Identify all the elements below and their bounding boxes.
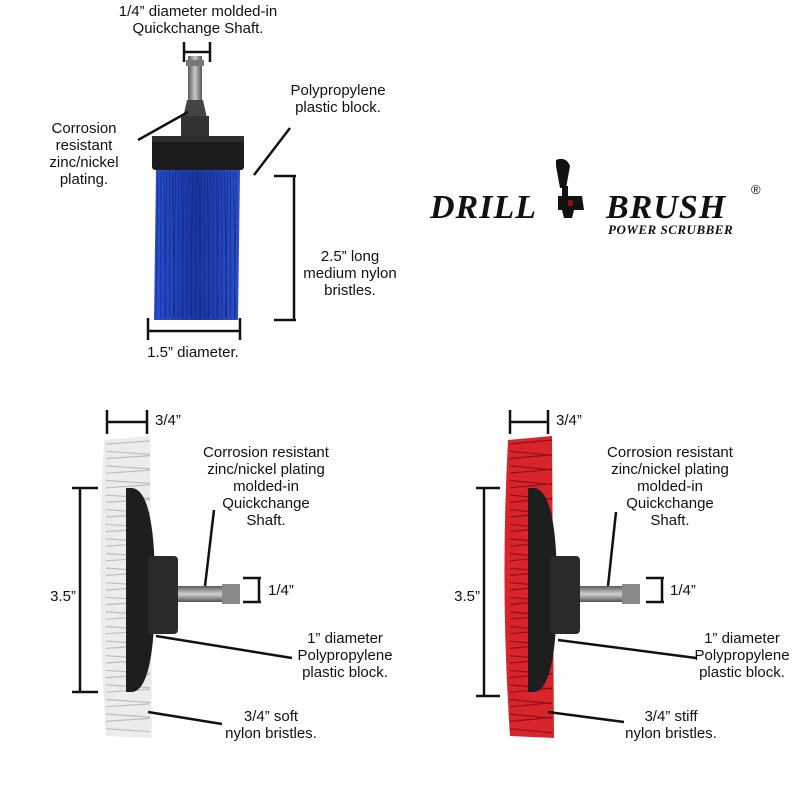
wheel-block — [528, 488, 557, 692]
hex-shaft — [188, 56, 202, 100]
left-brush — [100, 436, 240, 738]
bristle-strand — [509, 468, 553, 474]
plastic-block — [152, 136, 244, 170]
left-width-label: 3/4” — [155, 412, 181, 429]
bristle-strand — [233, 171, 237, 319]
bristle-strand — [509, 465, 553, 471]
bristle-strand — [181, 171, 185, 319]
bristle-strand — [190, 171, 194, 319]
right-block-leader — [557, 638, 697, 660]
wheel-block — [126, 488, 155, 692]
bristle-strand — [105, 713, 151, 718]
right-block-label: 1” diameter Polypropylene plastic block. — [694, 630, 790, 681]
bristle-strand — [155, 171, 159, 319]
bristle-strand — [105, 440, 151, 445]
bristle-strand — [199, 171, 202, 319]
bristle-strand — [509, 454, 553, 460]
bristle-strand — [225, 171, 229, 319]
hub — [148, 556, 178, 634]
right-width-label: 3/4” — [556, 412, 582, 429]
right-bristle-label: 3/4” stiff nylon bristles. — [625, 708, 717, 742]
bristle-strand — [164, 171, 168, 319]
right-dimensions — [476, 410, 697, 724]
bristle-strand — [509, 483, 553, 489]
bristle-strand — [105, 455, 151, 460]
hub — [550, 556, 580, 634]
plating-leader — [137, 110, 189, 142]
logo-tagline: POWER SCRUBBER — [608, 222, 734, 237]
bristle-strand — [105, 450, 151, 455]
bristle-strand — [105, 479, 151, 485]
bristle-strand — [509, 716, 553, 722]
top-block-label: Polypropylene plastic block. — [290, 82, 386, 116]
bristle-strand — [216, 171, 220, 319]
bristle-strand — [509, 450, 553, 456]
logo-word-left: DRILL — [430, 189, 537, 226]
left-dimensions — [72, 410, 293, 726]
bristle-strand — [207, 171, 211, 319]
drill-icon — [556, 158, 584, 218]
right-shaft-label: 1/4” — [670, 582, 696, 599]
top-plating-label: Corrosion resistant zinc/nickel plating. — [49, 120, 119, 188]
left-bristle-leader — [147, 710, 223, 726]
bristle-strand — [105, 703, 151, 708]
bristle-strand — [172, 171, 176, 319]
top-diameter-label: 1.5” diameter. — [147, 344, 239, 361]
shaft-collar — [183, 100, 207, 118]
left-plating-leader — [203, 509, 216, 587]
bristle-strand — [509, 439, 553, 445]
left-block-leader — [155, 634, 293, 660]
logo-word-right: BRUSH — [606, 189, 727, 226]
bristle-strand — [509, 698, 553, 705]
left-height-label: 3.5” — [50, 588, 76, 605]
bristle-strand — [509, 479, 553, 486]
bristle-strand — [509, 713, 553, 719]
right-plating-leader — [606, 511, 618, 587]
right-plating-label: Corrosion resistant zinc/nickel plating … — [607, 444, 733, 529]
bristle-strand — [105, 465, 151, 470]
block-leader — [253, 127, 291, 176]
top-dimensions — [137, 42, 296, 340]
bristle-strand — [105, 469, 151, 474]
bristle-strand — [105, 717, 151, 722]
right-height-label: 3.5” — [454, 588, 480, 605]
registered-mark: ® — [751, 182, 761, 197]
bristle-strand — [105, 484, 151, 489]
right-brush — [504, 436, 640, 738]
drill-brush-logo: DRILL BRUSH ® POWER SCRUBBER — [430, 158, 770, 244]
left-shaft-label: 1/4” — [268, 582, 294, 599]
left-bristle-label: 3/4” soft nylon bristles. — [225, 708, 317, 742]
bristle-strand — [509, 728, 553, 734]
bristle-strand — [509, 702, 553, 708]
top-shaft-label: 1/4” diameter molded-in Quickchange Shaf… — [118, 3, 278, 37]
bristle-strand — [105, 698, 151, 704]
top-brush — [152, 56, 244, 320]
bristle-strand — [105, 728, 151, 733]
right-bristle-leader — [547, 710, 625, 724]
left-block-label: 1” diameter Polypropylene plastic block. — [297, 630, 393, 681]
top-bristle-label: 2.5” long medium nylon bristles. — [303, 248, 397, 299]
left-plating-label: Corrosion resistant zinc/nickel plating … — [203, 444, 329, 529]
